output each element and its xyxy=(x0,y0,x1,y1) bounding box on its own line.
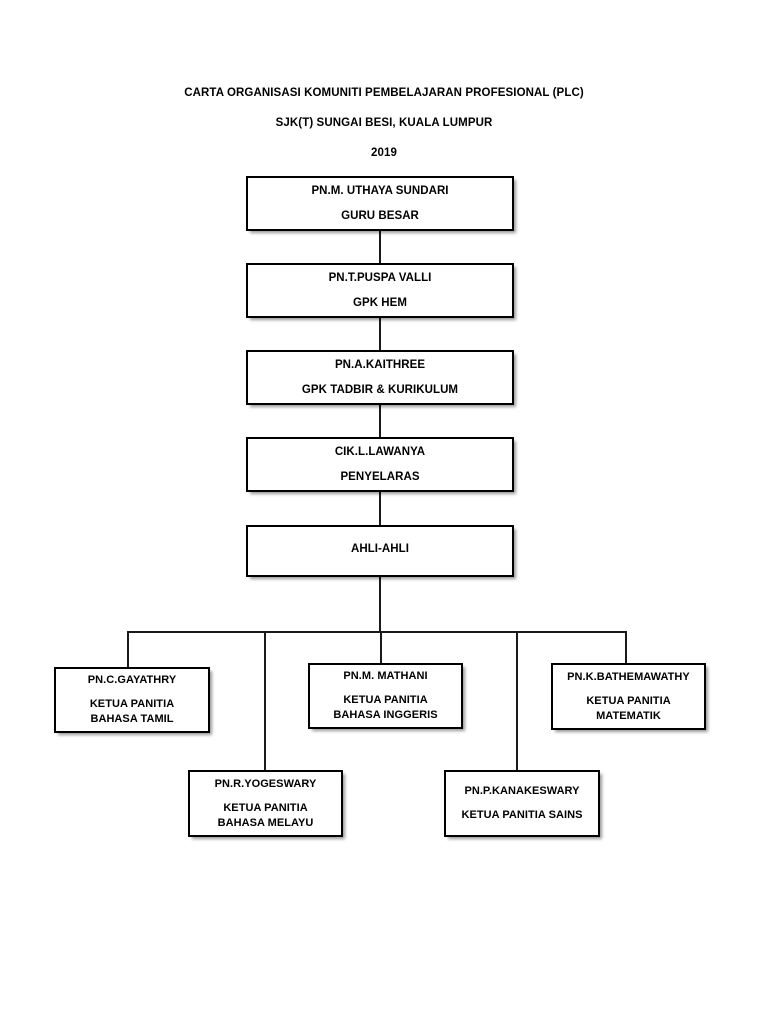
node-guru-besar-name: PN.M. UTHAYA SUNDARI xyxy=(311,185,449,197)
node-gpk-hem-name: PN.T.PUSPA VALLI xyxy=(328,272,432,284)
node-gpk-tadbir-kurikulum[interactable]: PN.A.KAITHREE GPK TADBIR & KURIKULUM xyxy=(246,350,514,405)
connector-penyelaras-to-ahli-ahli xyxy=(379,492,381,525)
node-matematik-role-line2: MATEMATIK xyxy=(596,709,661,722)
connector-ahli-ahli-to-bus xyxy=(379,577,381,633)
node-ketua-panitia-matematik[interactable]: PN.K.BATHEMAWATHY KETUA PANITIA MATEMATI… xyxy=(551,663,706,730)
node-melayu-role-line1: KETUA PANITIA xyxy=(223,801,308,814)
node-gpk-tadbir-name: PN.A.KAITHREE xyxy=(334,359,426,371)
node-ketua-panitia-bahasa-inggeris[interactable]: PN.M. MATHANI KETUA PANITIA BAHASA INGGE… xyxy=(308,663,463,729)
node-matematik-role-line1: KETUA PANITIA xyxy=(586,694,671,707)
node-inggeris-name: PN.M. MATHANI xyxy=(343,670,428,682)
node-melayu-role-line2: BAHASA MELAYU xyxy=(217,816,314,829)
connector-horizontal-bus xyxy=(127,631,627,633)
page-year: 2019 xyxy=(371,147,397,159)
connector-guru-besar-to-gpk-hem xyxy=(379,231,381,263)
node-ketua-panitia-bahasa-tamil[interactable]: PN.C.GAYATHRY KETUA PANITIA BAHASA TAMIL xyxy=(54,667,210,733)
node-ketua-panitia-sains[interactable]: PN.P.KANAKESWARY KETUA PANITIA SAINS xyxy=(444,770,600,837)
node-tamil-role-line1: KETUA PANITIA xyxy=(89,698,175,710)
node-ahli-ahli-label: AHLI-AHLI xyxy=(351,543,409,555)
node-matematik-name: PN.K.BATHEMAWATHY xyxy=(567,670,690,683)
node-tamil-name: PN.C.GAYATHRY xyxy=(87,674,177,686)
node-gpk-tadbir-role: GPK TADBIR & KURIKULUM xyxy=(301,384,459,396)
node-guru-besar[interactable]: PN.M. UTHAYA SUNDARI GURU BESAR xyxy=(246,176,514,231)
connector-gpk-tadbir-to-penyelaras xyxy=(379,405,381,437)
chart-title-block: CARTA ORGANISASI KOMUNITI PEMBELAJARAN P… xyxy=(0,78,768,168)
connector-bus-to-sains xyxy=(516,631,518,770)
node-tamil-role-line2: BAHASA TAMIL xyxy=(90,713,174,725)
connector-bus-to-melayu xyxy=(264,631,266,770)
node-inggeris-role-line2: BAHASA INGGERIS xyxy=(333,709,438,721)
node-penyelaras[interactable]: CIK.L.LAWANYA PENYELARAS xyxy=(246,437,514,492)
node-sains-role-line1: KETUA PANITIA SAINS xyxy=(461,809,583,821)
node-guru-besar-role: GURU BESAR xyxy=(341,210,419,222)
node-sains-name: PN.P.KANAKESWARY xyxy=(464,785,580,797)
node-penyelaras-name: CIK.L.LAWANYA xyxy=(334,446,426,458)
connector-gpk-hem-to-gpk-tadbir xyxy=(379,318,381,350)
node-inggeris-role-line1: KETUA PANITIA xyxy=(343,694,428,706)
node-gpk-hem[interactable]: PN.T.PUSPA VALLI GPK HEM xyxy=(246,263,514,318)
node-gpk-hem-role: GPK HEM xyxy=(352,297,408,309)
node-ahli-ahli[interactable]: AHLI-AHLI xyxy=(246,525,514,577)
page-subtitle: SJK(T) SUNGAI BESI, KUALA LUMPUR xyxy=(275,117,493,129)
page-title: CARTA ORGANISASI KOMUNITI PEMBELAJARAN P… xyxy=(184,87,584,99)
node-ketua-panitia-bahasa-melayu[interactable]: PN.R.YOGESWARY KETUA PANITIA BAHASA MELA… xyxy=(188,770,343,837)
connector-bus-to-inggeris xyxy=(380,631,382,663)
connector-bus-to-tamil xyxy=(127,631,129,667)
connector-bus-to-matematik xyxy=(625,631,627,663)
node-penyelaras-role: PENYELARAS xyxy=(340,471,420,483)
node-melayu-name: PN.R.YOGESWARY xyxy=(214,777,317,790)
